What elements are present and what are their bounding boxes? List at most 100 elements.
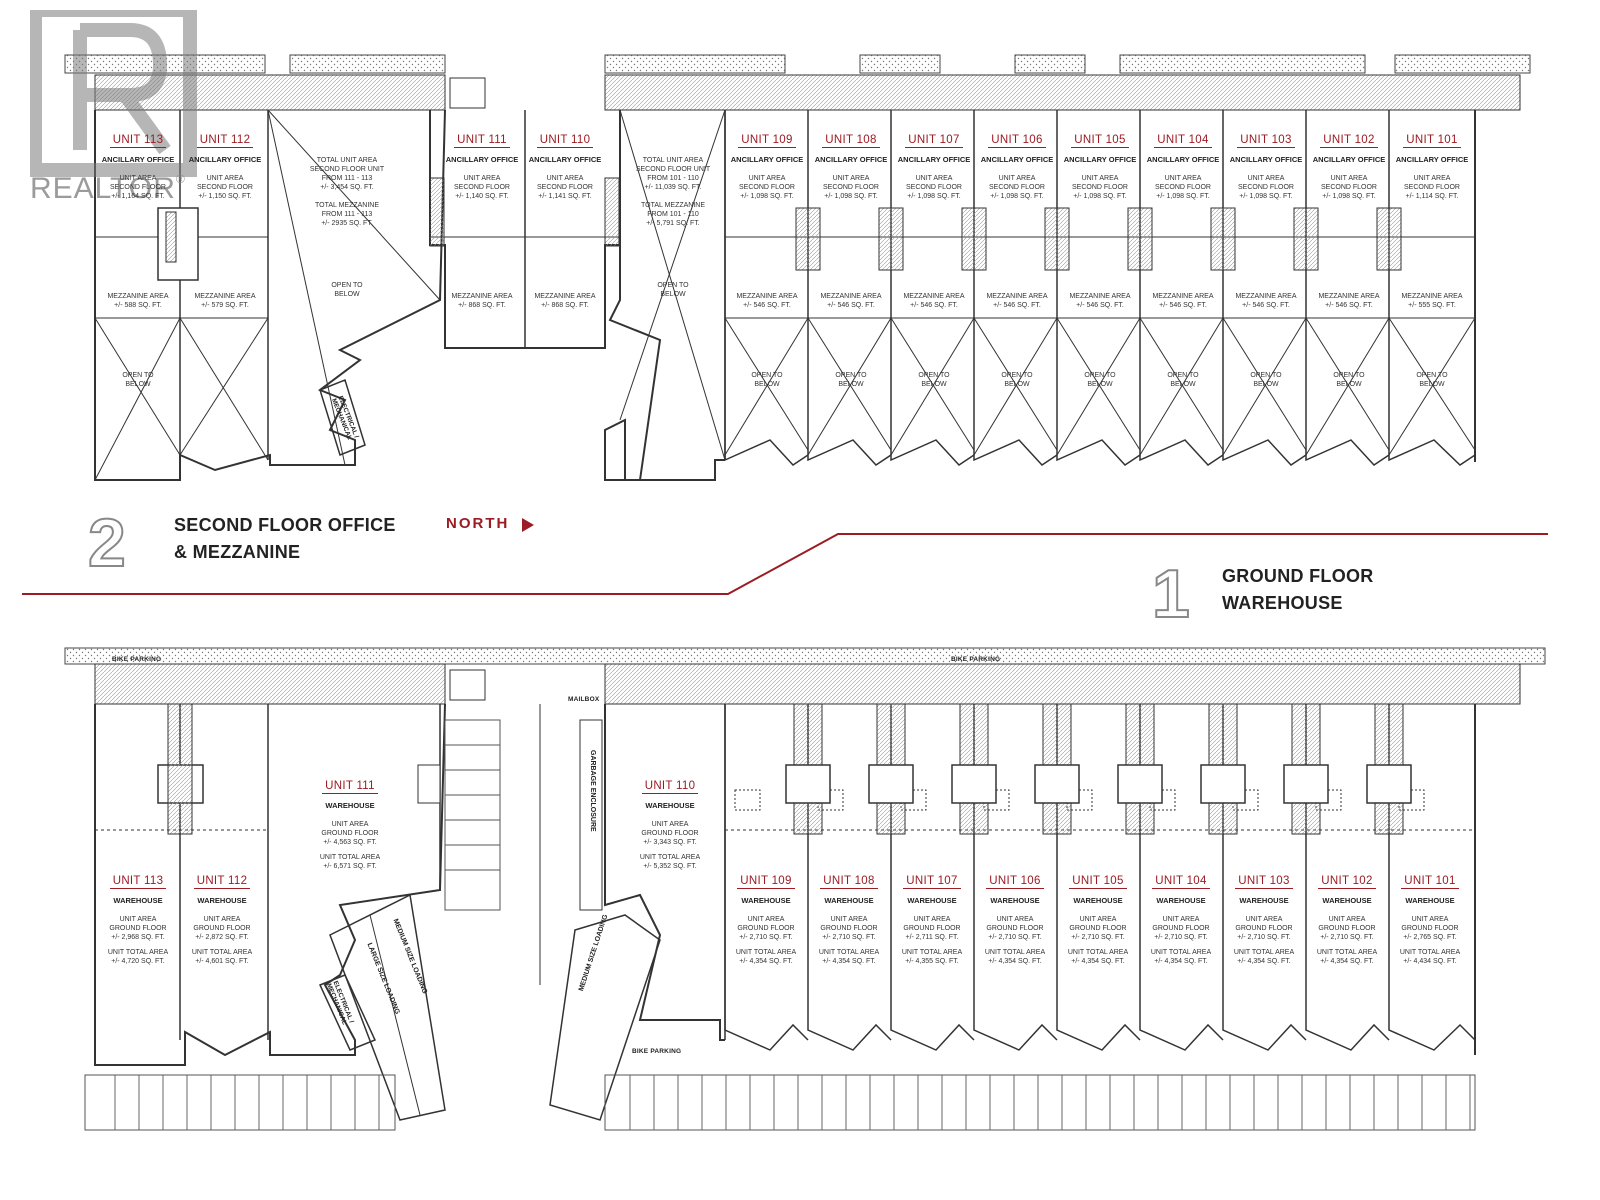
ground-floor-unit-outline [724, 704, 809, 1051]
unit-usage: ANCILLARY OFFICE [528, 155, 602, 164]
open-to-below-cross [890, 317, 975, 451]
unit-usage: ANCILLARY OFFICE [445, 155, 519, 164]
ground-floor-heading-line2: WAREHOUSE [1222, 593, 1343, 613]
unit-usage: WAREHOUSE [990, 896, 1040, 905]
unit-usage: ANCILLARY OFFICE [814, 155, 888, 164]
open-to-below-cross [1222, 317, 1307, 451]
second-floor-unit-outline [890, 110, 975, 466]
open-to-below: OPEN TO BELOW [1084, 372, 1116, 388]
unit-name: UNIT 104 [1152, 875, 1210, 889]
unit-name: UNIT 112 [193, 875, 251, 889]
unit-name: UNIT 105 [1071, 134, 1129, 148]
unit-usage: WAREHOUSE [1405, 896, 1455, 905]
unit-area: UNIT AREA GROUND FLOOR +/- 3,343 SQ. FT. [641, 821, 699, 846]
unit-area: UNIT AREA GROUND FLOOR +/- 2,710 SQ. FT. [1235, 916, 1293, 941]
stair-landing [785, 764, 831, 804]
unit-area: UNIT AREA SECOND FLOOR +/- 1,098 SQ. FT. [1071, 175, 1128, 200]
open-to-below-cross [1139, 317, 1224, 456]
unit-area: UNIT AREA SECOND FLOOR +/- 1,141 SQ. FT. [536, 175, 593, 200]
unit-name: UNIT 107 [905, 134, 963, 148]
stair-landing [951, 764, 997, 804]
second-floor-unit-outline [724, 110, 809, 466]
unit-area: UNIT AREA GROUND FLOOR +/- 2,710 SQ. FT. [1318, 916, 1376, 941]
unit-area: UNIT AREA GROUND FLOOR +/- 4,563 SQ. FT. [321, 821, 379, 846]
mezzanine-area: MEZZANINE AREA +/- 546 SQ. FT. [820, 293, 882, 309]
unit-total-area: UNIT TOTAL AREA +/- 4,354 SQ. FT. [1067, 949, 1129, 965]
second-floor-unit-outline [1388, 110, 1476, 466]
unit-name: UNIT 111 [454, 134, 510, 148]
unit-area: UNIT AREA SECOND FLOOR +/- 1,098 SQ. FT. [905, 175, 962, 200]
stair-icon [961, 207, 987, 271]
unit-area: UNIT AREA GROUND FLOOR +/- 2,968 SQ. FT. [109, 916, 167, 941]
ground-floor-heading: GROUND FLOOR WAREHOUSE [1222, 563, 1374, 617]
unit-usage: ANCILLARY OFFICE [1312, 155, 1386, 164]
unit-area: UNIT AREA GROUND FLOOR +/- 2,710 SQ. FT. [1069, 916, 1127, 941]
unit-total-area: UNIT TOTAL AREA +/- 4,601 SQ. FT. [191, 949, 253, 965]
unit-area: UNIT AREA SECOND FLOOR +/- 1,140 SQ. FT. [453, 175, 510, 200]
stair-landing [1117, 764, 1163, 804]
stair-landing [1034, 764, 1080, 804]
unit-name: UNIT 109 [737, 875, 795, 889]
mezzanine-area: MEZZANINE AREA +/- 546 SQ. FT. [1152, 293, 1214, 309]
unit-name: UNIT 109 [738, 134, 796, 148]
unit-usage: ANCILLARY OFFICE [1146, 155, 1220, 164]
open-to-below-cross [807, 317, 892, 456]
unit-area: UNIT AREA GROUND FLOOR +/- 2,710 SQ. FT. [737, 916, 795, 941]
ground-floor-plan [64, 647, 1546, 1131]
open-to-below-cross [724, 317, 809, 456]
unit-area: UNIT AREA SECOND FLOOR +/- 1,098 SQ. FT. [1154, 175, 1211, 200]
garbage-enclosure-label: GARBAGE ENCLOSURE [589, 750, 596, 832]
open-to-below-cross [1056, 317, 1141, 456]
unit-usage: WAREHOUSE [824, 896, 874, 905]
unit-usage: WAREHOUSE [1156, 896, 1206, 905]
unit-area: UNIT AREA SECOND FLOOR +/- 1,150 SQ. FT. [196, 175, 253, 200]
open-to-below-cross [724, 317, 809, 451]
ground-floor-unit-outline [1305, 704, 1390, 1051]
unit-area: UNIT AREA SECOND FLOOR +/- 1,098 SQ. FT. [738, 175, 795, 200]
second-floor-plan [64, 54, 1531, 481]
unit-name: UNIT 113 [109, 875, 167, 889]
ground-floor-unit-outline [807, 704, 892, 1051]
open-to-below-cross [1056, 317, 1141, 451]
ground-floor-unit-outline [1222, 704, 1307, 1051]
floor-number-2: 2 [88, 505, 126, 581]
open-to-below-cross [1388, 317, 1476, 451]
unit-total-area: UNIT TOTAL AREA +/- 4,355 SQ. FT. [901, 949, 963, 965]
unit-name: UNIT 103 [1237, 134, 1295, 148]
stair-landing [1283, 764, 1329, 804]
unit-total-area: UNIT TOTAL AREA +/- 4,434 SQ. FT. [1399, 949, 1461, 965]
unit-name: UNIT 106 [986, 875, 1044, 889]
unit-usage: ANCILLARY OFFICE [980, 155, 1054, 164]
parking-stall-lines [114, 1075, 1471, 1130]
unit-usage: WAREHOUSE [325, 801, 375, 810]
unit-usage: ANCILLARY OFFICE [897, 155, 971, 164]
unit-total-area: UNIT TOTAL AREA +/- 4,720 SQ. FT. [107, 949, 169, 965]
stair-icon [878, 207, 904, 271]
unit-total-area: UNIT TOTAL AREA +/- 4,354 SQ. FT. [1150, 949, 1212, 965]
mezzanine-area: MEZZANINE AREA +/- 546 SQ. FT. [986, 293, 1048, 309]
unit-usage: WAREHOUSE [907, 896, 957, 905]
second-floor-total-right: TOTAL UNIT AREA SECOND FLOOR UNIT FROM 1… [635, 157, 711, 227]
open-to-below-cross [1305, 317, 1390, 456]
unit-area: UNIT AREA GROUND FLOOR +/- 2,710 SQ. FT. [820, 916, 878, 941]
bike-parking-label-3: BIKE PARKING [632, 1048, 682, 1055]
unit-area: UNIT AREA SECOND FLOOR +/- 1,098 SQ. FT. [1237, 175, 1294, 200]
unit-usage: WAREHOUSE [741, 896, 791, 905]
mezzanine-area: MEZZANINE AREA +/- 546 SQ. FT. [736, 293, 798, 309]
unit-area: UNIT AREA GROUND FLOOR +/- 2,711 SQ. FT. [903, 916, 961, 941]
unit-usage: WAREHOUSE [197, 896, 247, 905]
second-floor-unit-outline [973, 110, 1058, 466]
